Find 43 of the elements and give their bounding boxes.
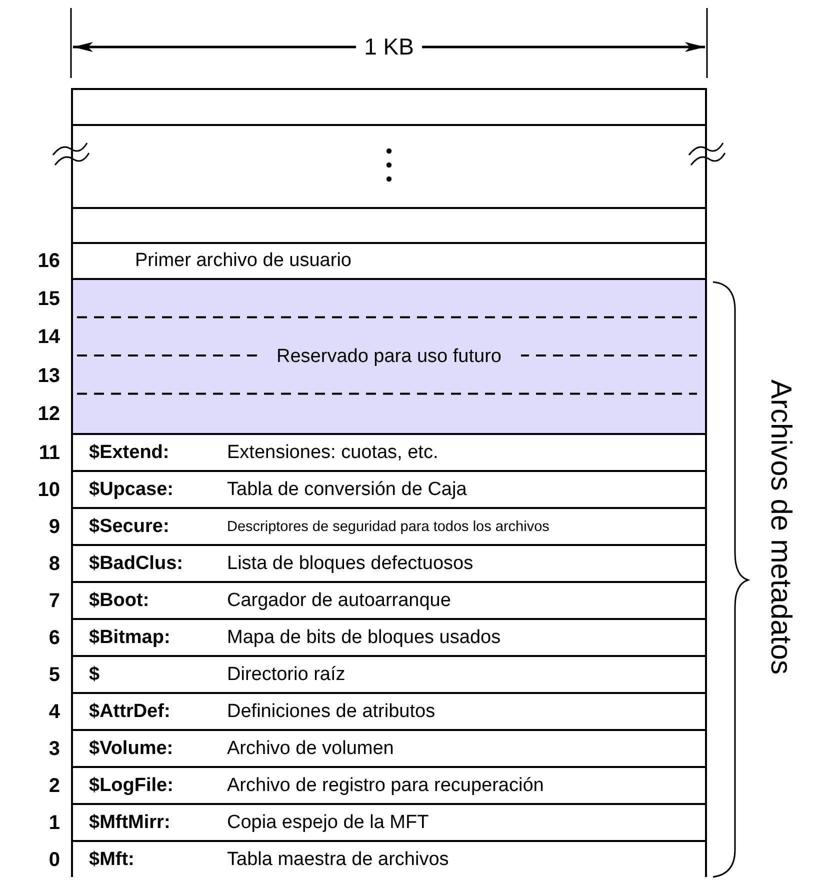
description: Copia espejo de la MFT	[227, 812, 429, 834]
file-name: $LogFile:	[89, 774, 174, 796]
row-number: 9	[48, 516, 60, 536]
description: Extensiones: cuotas, etc.	[227, 442, 438, 464]
row-number: 1	[48, 812, 60, 832]
file-name: $Boot:	[89, 590, 150, 612]
file-name: $MftMirr:	[89, 812, 172, 834]
row-label: Primer archivo de usuario	[135, 250, 352, 272]
description: Mapa de bits de bloques usados	[227, 626, 501, 648]
description: Tabla maestra de archivos	[227, 848, 449, 870]
description: Tabla de conversión de Caja	[227, 478, 467, 500]
row-number: 8	[48, 554, 60, 574]
row-number: 16	[38, 251, 60, 271]
row-number: 5	[48, 664, 60, 684]
row-number: 11	[38, 442, 60, 462]
row-number: 2	[48, 776, 60, 796]
row-number: 12	[38, 404, 60, 424]
row-number: 6	[48, 628, 60, 648]
description: Archivo de volumen	[227, 738, 394, 760]
row-number: 13	[38, 366, 60, 386]
description: Descriptores de seguridad para todos los archivos	[227, 518, 550, 534]
file-name: $	[89, 664, 101, 686]
row-number: 14	[38, 327, 60, 348]
description: Definiciones de atributos	[227, 700, 436, 722]
description: Directorio raíz	[227, 664, 346, 686]
description: Lista de bloques defectuosos	[227, 552, 474, 574]
file-name: $Mft:	[89, 848, 136, 870]
row-number: 10	[38, 480, 60, 500]
file-name: $Bitmap:	[89, 626, 172, 648]
brace-label: Archivos de metadatos	[764, 380, 796, 674]
file-name: $Extend:	[89, 442, 170, 464]
row-number: 3	[48, 738, 60, 758]
description: Archivo de registro para recuperación	[227, 774, 544, 796]
file-name: $Volume:	[89, 738, 174, 760]
file-name: $BadClus:	[89, 552, 184, 574]
row-number: 4	[48, 702, 60, 722]
row-number: 15	[38, 289, 60, 310]
file-name: $Secure:	[89, 516, 170, 538]
file-name: $Upcase:	[89, 478, 174, 500]
row-number: 0	[48, 850, 60, 870]
row-number: 7	[48, 590, 60, 610]
file-name: $AttrDef:	[89, 700, 172, 722]
description: Cargador de autoarranque	[227, 590, 451, 612]
